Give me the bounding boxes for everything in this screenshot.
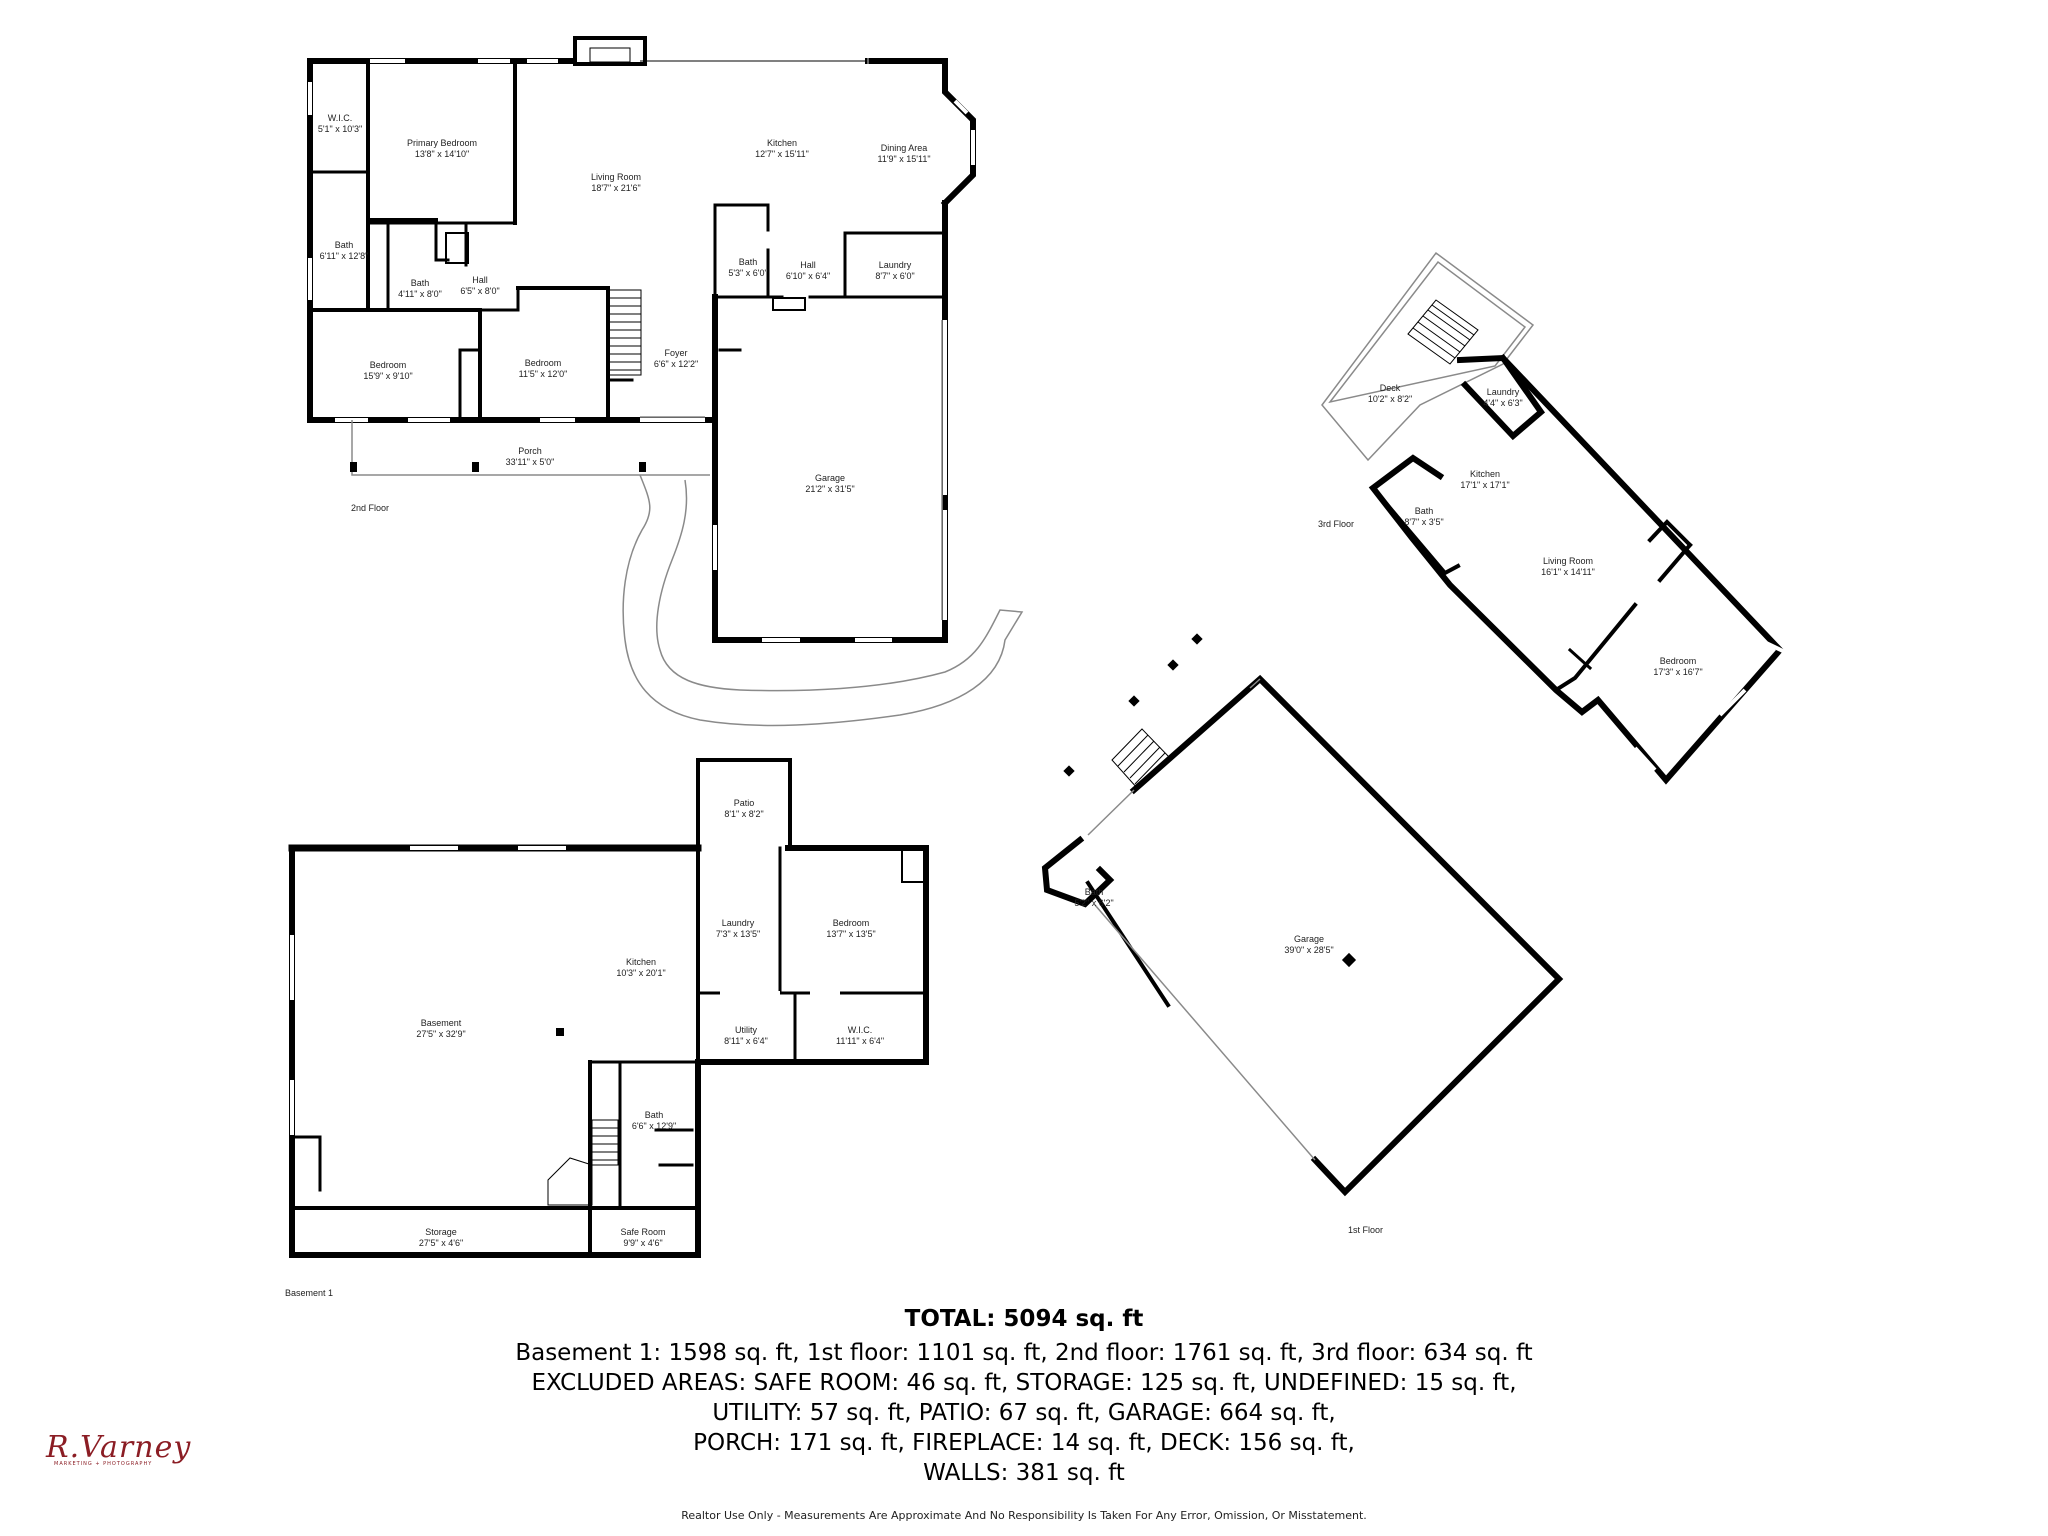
area-line: Basement 1: 1598 sq. ft, 1st floor: 1101…	[515, 1340, 1533, 1366]
area-breakdown: Basement 1: 1598 sq. ft, 1st floor: 1101…	[0, 1338, 2048, 1488]
logo-name: R.Varney	[46, 1430, 192, 1465]
stairs	[606, 289, 642, 376]
disclaimer: Realtor Use Only - Measurements Are Appr…	[681, 1509, 1367, 1522]
room-label: W.I.C.11'11" x 6'4"	[836, 1025, 884, 1046]
floor-label: 1st Floor	[1348, 1225, 1383, 1235]
area-line: PORCH: 171 sq. ft, FIREPLACE: 14 sq. ft,…	[693, 1430, 1355, 1456]
area-line: UTILITY: 57 sq. ft, PATIO: 67 sq. ft, GA…	[712, 1400, 1336, 1426]
logo-tagline: MARKETING + PHOTOGRAPHY	[54, 1461, 153, 1467]
room-label: W.I.C.5'1" x 10'3"	[318, 113, 362, 134]
total-area: TOTAL: 5094 sq. ft	[904, 1306, 1144, 1332]
stairs	[547, 1119, 619, 1206]
area-line: EXCLUDED AREAS: SAFE ROOM: 46 sq. ft, ST…	[531, 1370, 1517, 1396]
floor-label: 2nd Floor	[351, 503, 389, 513]
floor-label: 3rd Floor	[1318, 519, 1354, 529]
floor-label: Basement 1	[285, 1288, 333, 1298]
company-logo: R.Varney MARKETING + PHOTOGRAPHY	[46, 1430, 191, 1467]
area-line: WALLS: 381 sq. ft	[923, 1460, 1125, 1486]
stairs	[1111, 728, 1171, 790]
fireplace	[573, 36, 647, 66]
stairs	[1407, 299, 1479, 365]
